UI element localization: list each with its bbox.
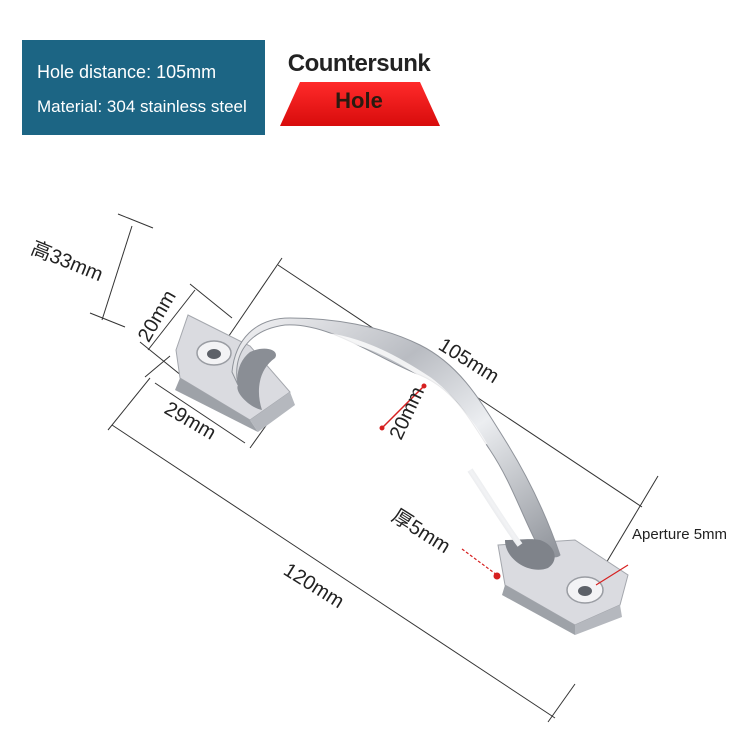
info-panel: Hole distance: 105mm Material: 304 stain… [22,40,265,135]
handle-bar [231,317,561,570]
badge-red-shape [280,82,440,126]
dimension-lines [89,213,659,723]
hole-distance-text: Hole distance: 105mm [37,62,217,82]
countersunk-badge: Countersunk Hole [278,40,440,130]
aperture-label: Aperture 5mm [632,526,728,543]
badge-subtitle: Hole [335,88,383,113]
red-markers [379,383,629,586]
material-text: Material: 304 stainless steel [37,97,247,116]
badge-title: Countersunk [287,50,431,77]
